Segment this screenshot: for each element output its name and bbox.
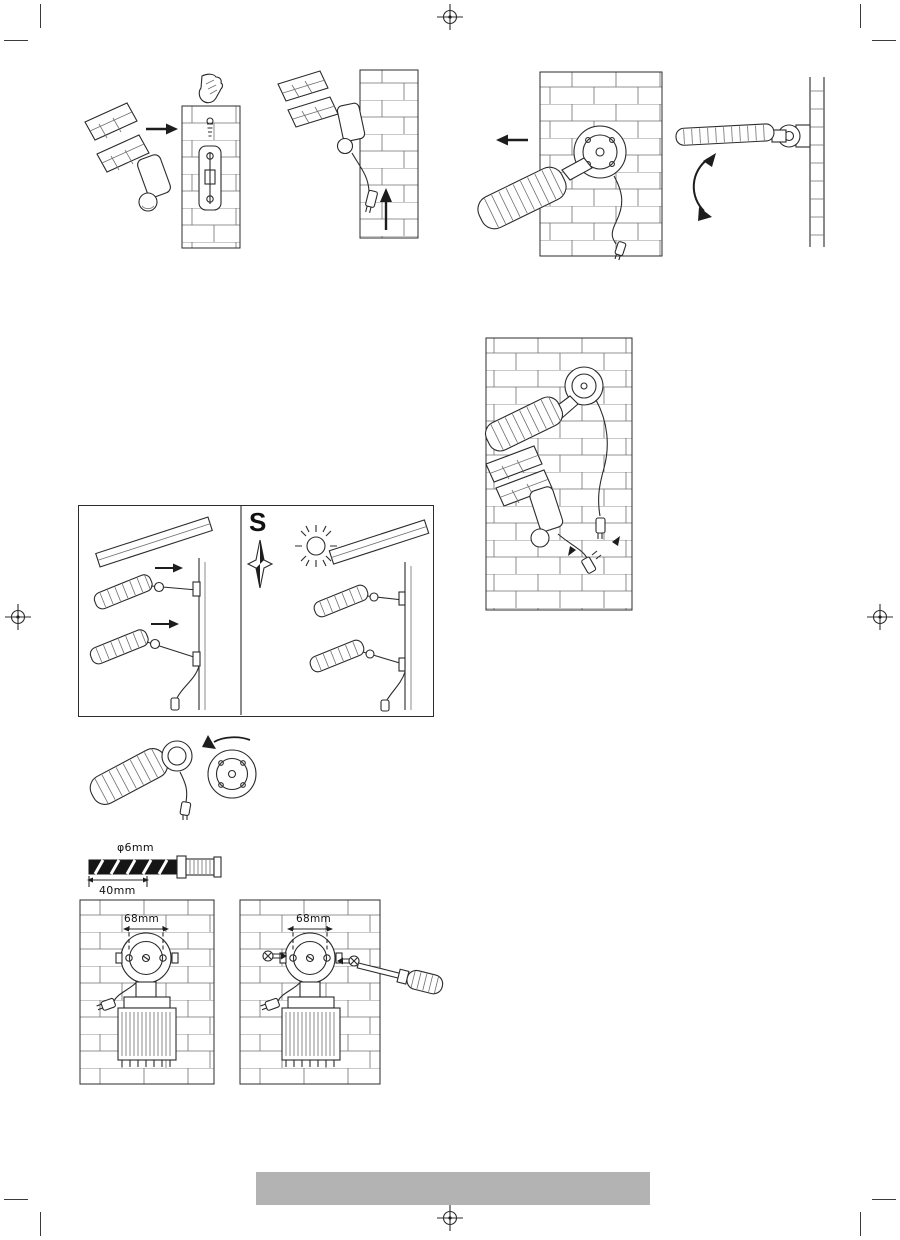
flood-light [277,70,366,155]
crop-mark [872,1199,896,1200]
diagram-hang-light [277,69,419,239]
anchor-depth-label: 40mm [99,884,136,897]
flood-light [84,102,171,212]
compass-south-label: S [249,507,267,537]
crop-mark [40,4,41,28]
hand-icon [198,73,224,104]
crop-mark [40,1212,41,1236]
diagram-full-installation [484,337,633,611]
plug-icon [581,550,602,574]
diagram-screw-plate [239,899,444,1085]
orientation-panel [78,505,434,717]
crop-mark [4,1199,28,1200]
registration-target-icon [867,604,893,630]
plug-icon [365,189,378,213]
eave-soffit [95,516,213,568]
registration-target-icon [437,1205,463,1231]
solar-panel-side [675,123,775,146]
arrow-right-icon [146,123,178,135]
light-back [117,981,177,1067]
screw-icon [337,955,360,967]
mount-plate [207,749,257,799]
wall-plug-graphic [88,855,222,879]
arrow-icon [612,536,620,546]
diagram-panel-tilt [675,77,825,247]
arrow-icon [568,546,576,556]
plug-icon [170,697,180,711]
screw-icon [206,117,214,137]
eave-soffit [328,519,430,565]
plug-icon [179,801,192,820]
solar-panel [313,584,369,618]
diagram-wall-anchor [87,855,222,887]
dimension-68mm [287,926,333,952]
solar-panel [89,629,149,665]
registration-target-icon [437,4,463,30]
arrow-right-icon [151,619,179,629]
diagram-panel-plate-exploded [89,735,257,820]
screwdriver-icon [356,962,444,995]
tilt-arrow-icon [692,153,716,221]
arrow-right-icon [155,563,183,573]
footer-bar [256,1172,650,1205]
solar-panel [309,639,365,673]
crop-mark [4,40,28,41]
plug-icon [614,241,627,261]
orientation-panel-drawing [89,506,430,715]
crop-mark [860,1212,861,1236]
compass-star-icon [246,539,274,589]
plug-icon [380,699,390,712]
diagram-bracket-to-wall [84,73,241,249]
arrow-up-icon [380,188,392,230]
solar-panel [484,396,564,452]
flood-light [485,445,564,548]
crop-mark [872,40,896,41]
plug-icon [595,517,606,539]
screw-icon [262,950,287,962]
plug-icon [96,997,116,1011]
arrow-left-icon [496,134,528,146]
light-back [281,981,341,1067]
mount-plate [564,366,604,406]
rotate-arrow-icon [202,735,251,749]
mount-plate [115,932,179,984]
hole-spacing-label: 68mm [124,913,160,925]
dimension-40mm [87,876,149,887]
registration-target-icon [5,604,31,630]
diagram-drill-template [79,899,215,1085]
solar-panel [93,574,153,610]
anchor-diameter-label: φ6mm [117,841,154,854]
hole-spacing-label: 68mm [296,913,332,925]
solar-panel [89,748,169,805]
solar-panel [477,166,567,230]
plug-icon [260,997,280,1011]
sun-icon [295,525,337,567]
diagram-solar-panel-wall [477,71,663,261]
crop-mark [860,4,861,28]
dimension-68mm [123,926,169,952]
